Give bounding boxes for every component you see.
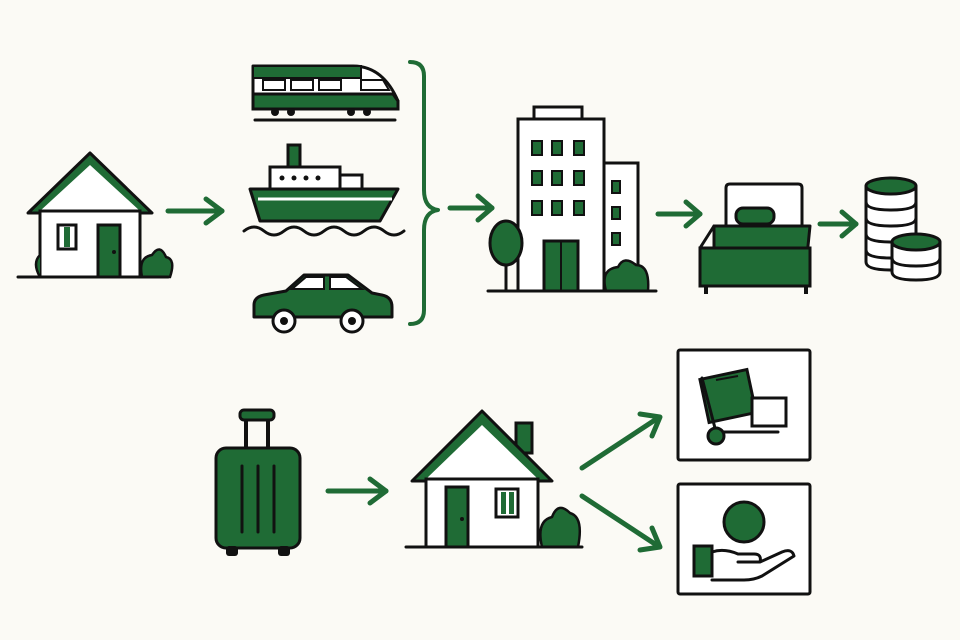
arrow-home-to-transport	[165, 196, 225, 226]
arrow-home-to-refund	[579, 493, 663, 553]
arrow-home-to-delivery	[579, 411, 663, 471]
arrow-bed-to-coins	[817, 209, 859, 239]
suitcase-icon	[214, 408, 302, 556]
hotel-building-icon	[486, 105, 658, 293]
coins-stack-icon	[864, 176, 942, 282]
house-icon	[16, 151, 174, 279]
bed-icon	[698, 182, 812, 294]
arrow-hotel-to-bed	[655, 199, 703, 229]
hand-coin-icon	[692, 500, 796, 582]
car-icon	[252, 273, 394, 334]
ship-icon	[242, 143, 406, 237]
refund-panel	[676, 482, 812, 596]
train-icon	[251, 64, 400, 122]
package-trolley-icon	[698, 367, 788, 446]
arrow-luggage-to-home	[325, 476, 389, 506]
grouping-bracket	[408, 60, 440, 326]
delivery-panel	[676, 348, 812, 462]
arrow-transport-to-hotel	[447, 193, 495, 223]
house-icon	[404, 409, 584, 549]
